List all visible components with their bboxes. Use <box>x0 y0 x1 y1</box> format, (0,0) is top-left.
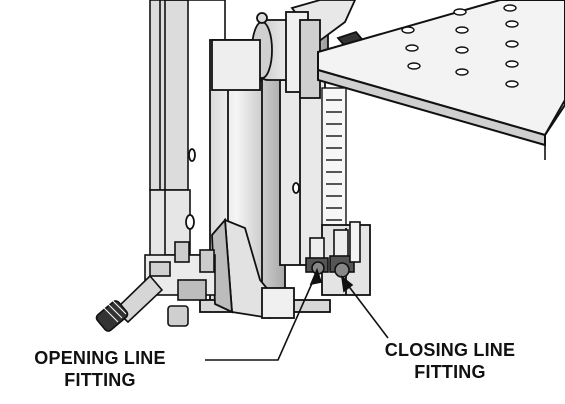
hose-fitting <box>95 274 164 332</box>
top-clamp <box>211 0 368 99</box>
closing-line-fitting <box>329 221 361 278</box>
closing-line-fitting-label: CLOSING LINE FITTING <box>355 339 545 383</box>
opening-label-line1: OPENING LINE <box>34 348 166 368</box>
opening-label-line2: FITTING <box>64 370 136 390</box>
closing-label-line1: CLOSING LINE <box>384 340 516 360</box>
opening-line-fitting-label: OPENING LINE FITTING <box>0 347 200 391</box>
leader-lines <box>205 267 389 361</box>
guide-bracket <box>211 217 295 320</box>
valve-block <box>144 241 216 327</box>
scale-rack <box>321 87 347 229</box>
top-table <box>317 0 565 160</box>
closing-label-line2: FITTING <box>414 362 486 382</box>
